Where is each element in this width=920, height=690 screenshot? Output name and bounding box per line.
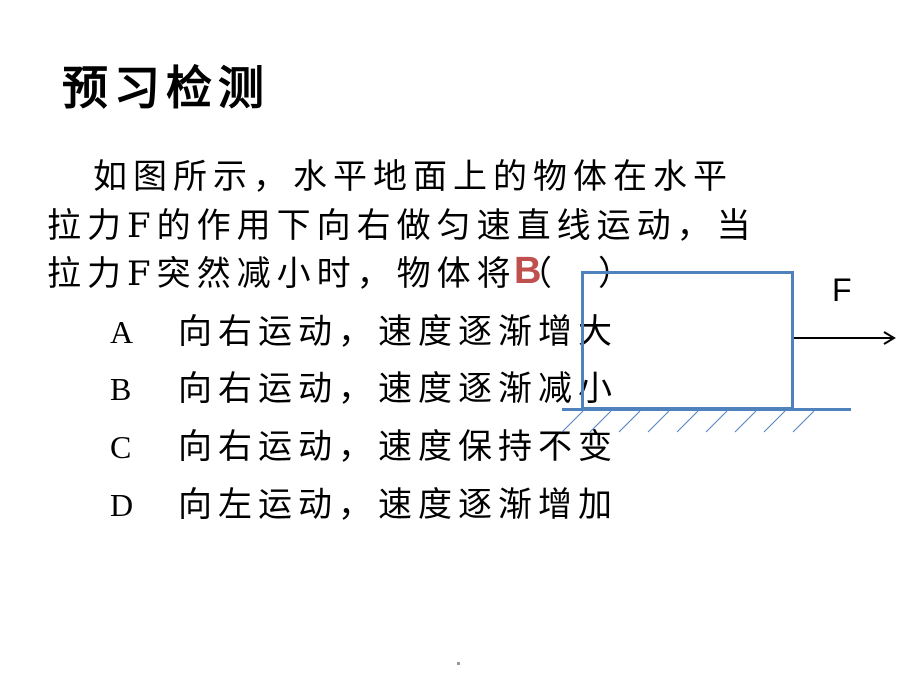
answer-mark: B — [514, 250, 542, 292]
question-line-3: 拉力F突然减小时，物体将 — [47, 254, 517, 294]
option-letter: A — [110, 314, 134, 350]
force-arrow-icon — [794, 331, 896, 345]
option-letter: C — [110, 429, 132, 465]
option-a: A 向右运动，速度逐渐增大 — [110, 309, 618, 355]
force-label: F — [832, 272, 852, 308]
block-object — [581, 271, 794, 410]
footer-dot — [457, 662, 460, 665]
option-c: C 向右运动，速度保持不变 — [110, 424, 618, 470]
option-text: 向左运动，速度逐渐增加 — [178, 485, 618, 525]
option-text: 向右运动，速度逐渐增大 — [178, 312, 618, 352]
option-d: D 向左运动，速度逐渐增加 — [110, 482, 618, 528]
answer-paren-open: （ — [518, 254, 552, 294]
option-b: B 向右运动，速度逐渐减小 — [110, 366, 618, 412]
option-text: 向右运动，速度逐渐减小 — [178, 369, 618, 409]
slide-title: 预习检测 — [62, 61, 270, 115]
question-line-1: 如图所示，水平地面上的物体在水平 — [93, 157, 733, 197]
option-text: 向右运动，速度保持不变 — [178, 427, 618, 467]
ground-hatching — [561, 410, 815, 433]
question-line-2: 拉力F的作用下向右做匀速直线运动，当 — [47, 206, 757, 246]
option-letter: B — [110, 371, 132, 407]
option-letter: D — [110, 487, 134, 523]
